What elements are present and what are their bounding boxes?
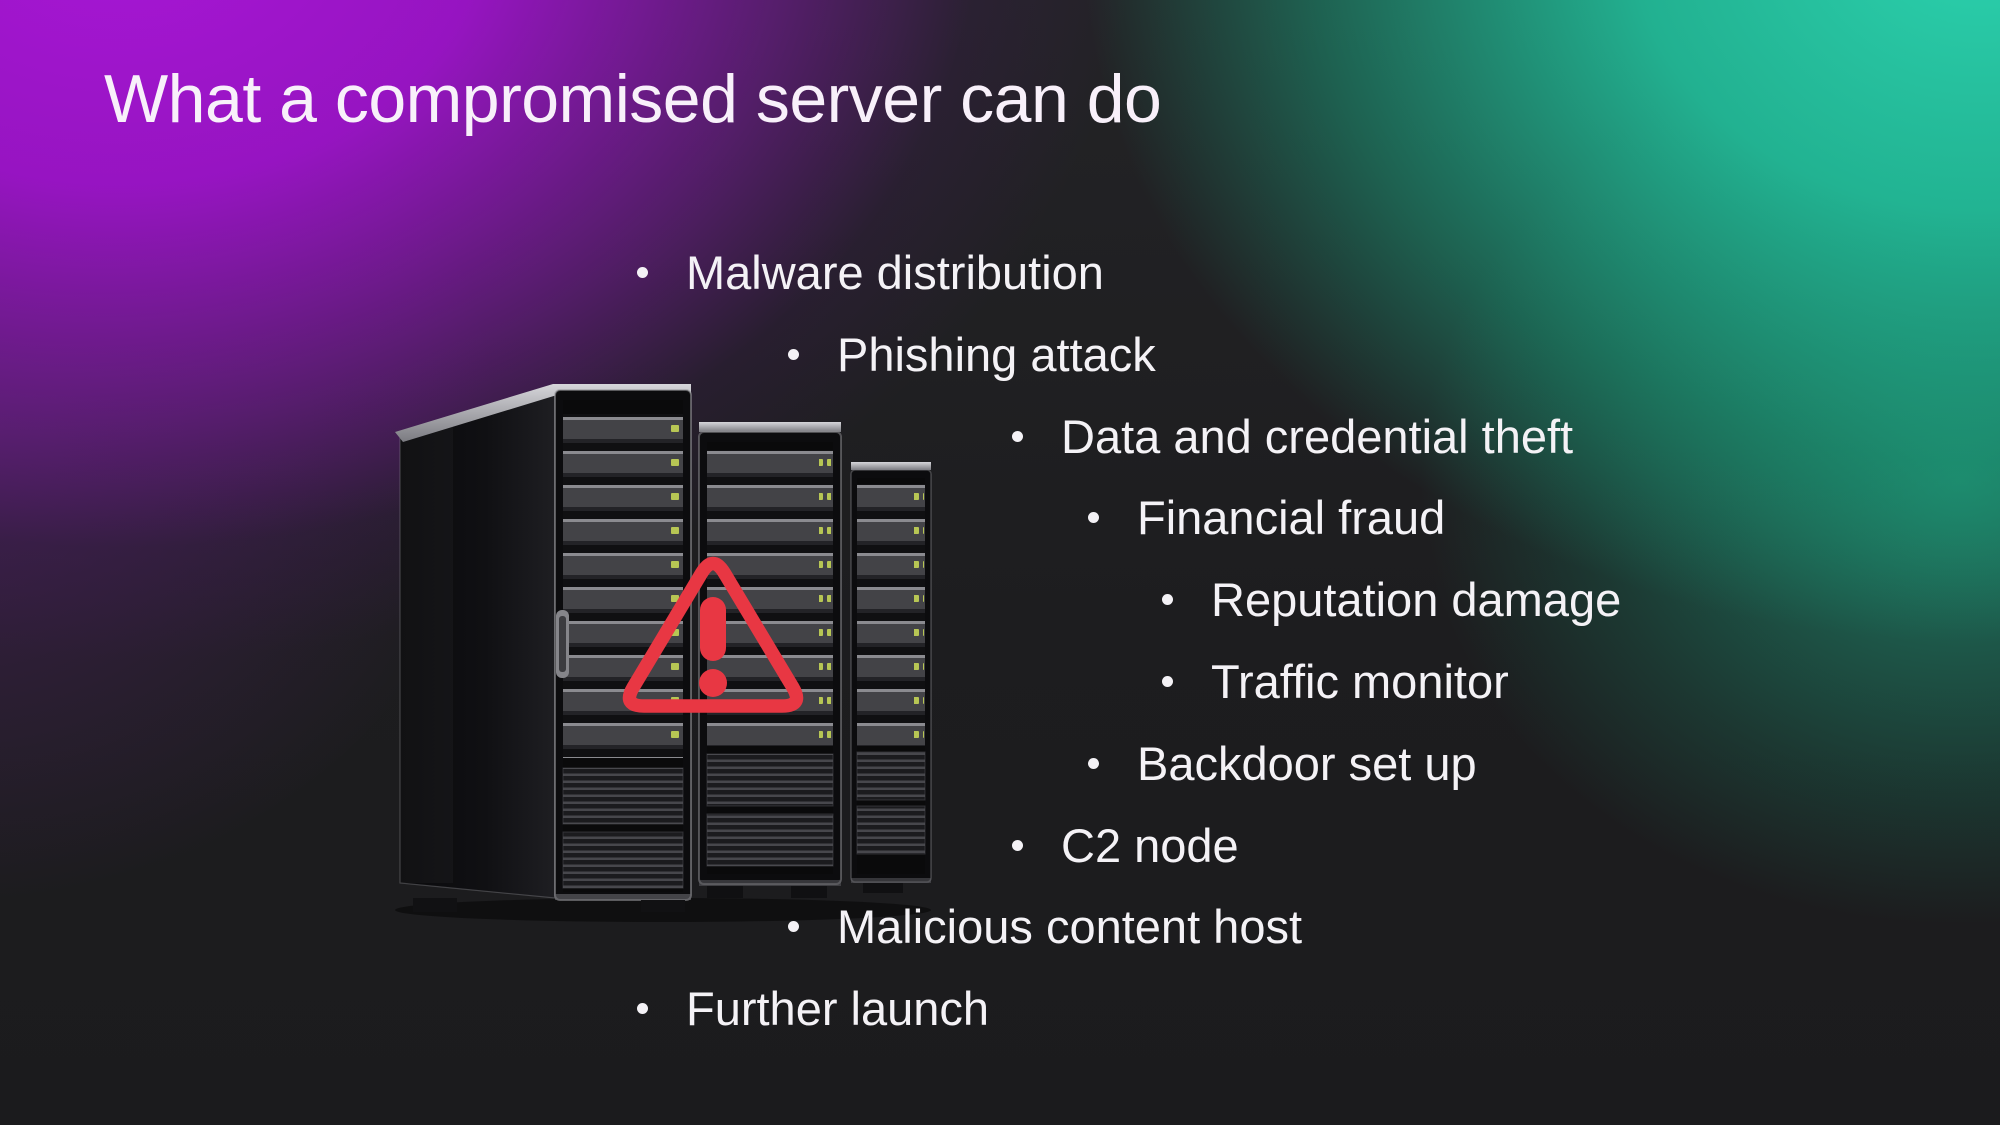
bullet-dot-icon <box>788 920 799 932</box>
warning-triangle-icon <box>600 540 830 730</box>
bullet-label: Backdoor set up <box>1137 736 1477 790</box>
bullet-dot-icon <box>1088 757 1099 769</box>
bullet-item: C2 node <box>1012 815 1239 875</box>
bullet-item: Malicious content host <box>788 896 1302 956</box>
bullet-label: Further launch <box>686 981 990 1035</box>
bullet-label: Traffic monitor <box>1211 654 1509 708</box>
bullet-item: Malware distribution <box>637 242 1104 302</box>
bullet-dot-icon <box>1012 430 1023 442</box>
bullet-item: Data and credential theft <box>1012 406 1573 466</box>
bullet-dot-icon <box>788 348 799 360</box>
bullet-dot-icon <box>1088 511 1099 523</box>
slide-title: What a compromised server can do <box>104 61 1162 137</box>
bullet-item: Backdoor set up <box>1088 733 1477 793</box>
bullet-dot-icon <box>1012 839 1023 851</box>
bullet-item: Traffic monitor <box>1162 651 1509 711</box>
bullet-dot-icon <box>1162 593 1173 605</box>
bullet-item: Further launch <box>637 978 989 1038</box>
bullet-item: Phishing attack <box>788 324 1156 384</box>
bullet-item: Financial fraud <box>1088 487 1445 547</box>
bullet-label: Data and credential theft <box>1061 409 1574 463</box>
bullet-dot-icon <box>637 1002 648 1014</box>
bullet-label: Phishing attack <box>837 327 1156 381</box>
server-racks-graphic <box>395 384 932 922</box>
bullet-label: Malicious content host <box>837 899 1303 953</box>
bullet-label: Financial fraud <box>1137 490 1446 544</box>
bullet-label: C2 node <box>1061 818 1239 872</box>
bullet-dot-icon <box>1162 675 1173 687</box>
bullet-label: Malware distribution <box>686 245 1104 299</box>
bullet-dot-icon <box>637 266 648 278</box>
server-racks-image <box>393 380 938 925</box>
bullet-label: Reputation damage <box>1211 572 1622 626</box>
bullet-item: Reputation damage <box>1162 569 1621 629</box>
server-cabinet-right <box>850 462 932 893</box>
